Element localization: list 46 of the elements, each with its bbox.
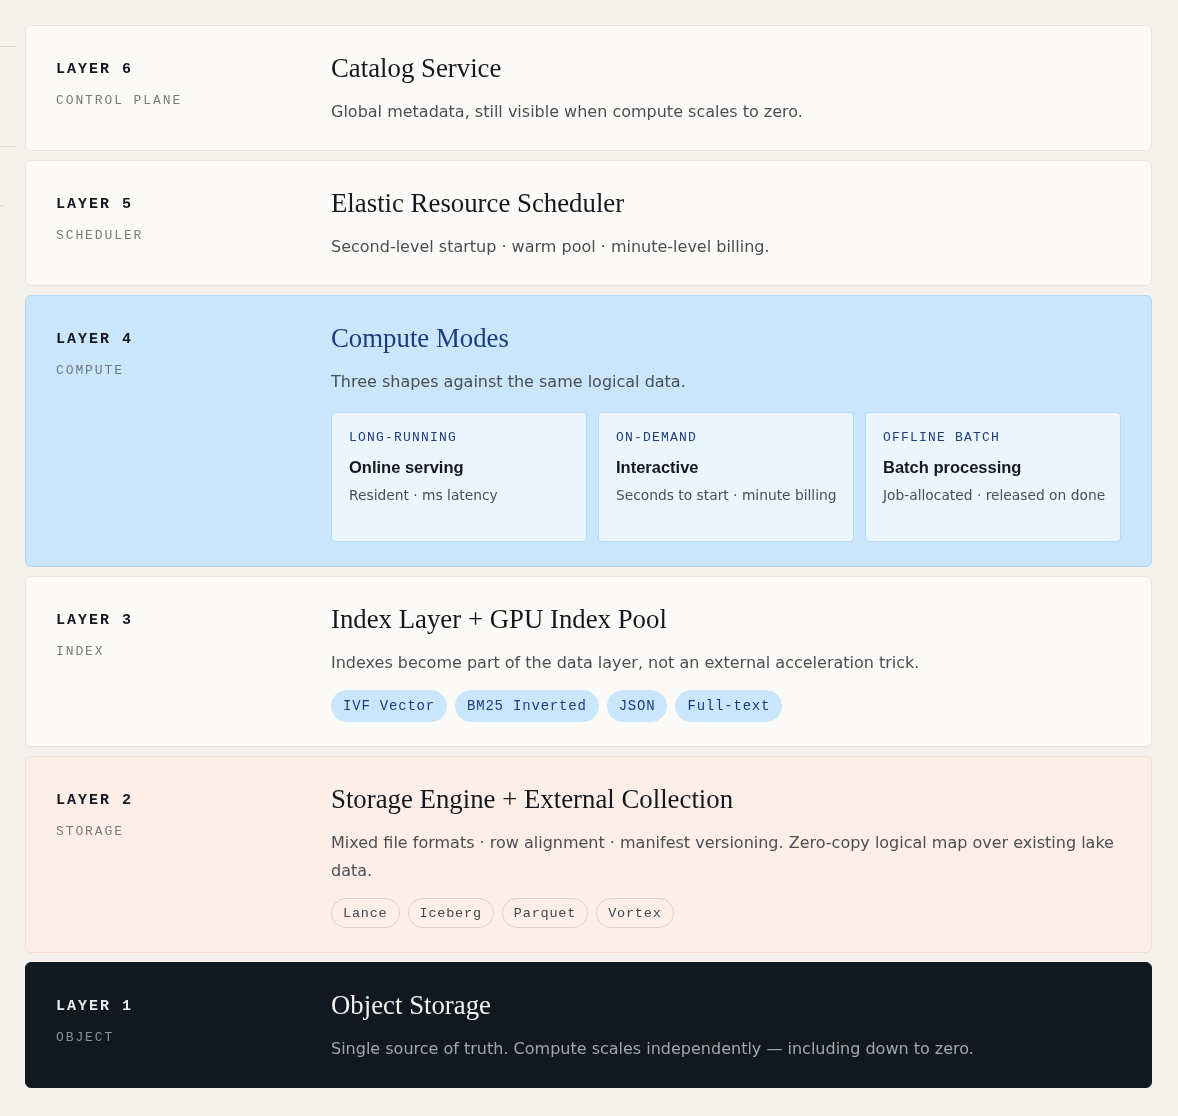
layer-number: LAYER 3 xyxy=(56,611,133,631)
mode-tag: OFFLINE BATCH xyxy=(883,429,1001,447)
mode-tag: ON-DEMAND xyxy=(616,429,697,447)
layer-card xyxy=(25,25,1152,151)
mode-title: Batch processing xyxy=(883,457,1022,478)
layer-number: LAYER 1 xyxy=(56,997,133,1017)
layer-description: Single source of truth. Compute scales independently — including down to zero. xyxy=(331,1038,974,1060)
layer-category: CONTROL PLANE xyxy=(56,92,183,110)
layer-description: Global metadata, still visible when compute scales to zero. xyxy=(331,101,803,123)
mode-card xyxy=(331,412,587,542)
layer-category: STORAGE xyxy=(56,823,124,841)
layer-title: Index Layer + GPU Index Pool xyxy=(331,603,667,635)
index-type-chip: IVF Vector xyxy=(331,690,447,722)
mode-tag: LONG-RUNNING xyxy=(349,429,457,447)
mode-card xyxy=(598,412,854,542)
layer-title: Storage Engine + External Collection xyxy=(331,783,734,815)
layer-title: Compute Modes xyxy=(331,322,509,354)
layer-category: SCHEDULER xyxy=(56,227,144,245)
layer-title: Elastic Resource Scheduler xyxy=(331,187,625,219)
layer-description: Second-level startup · warm pool · minute-level billing. xyxy=(331,236,770,258)
layer-card xyxy=(25,576,1152,747)
layer-description: Mixed file formats · row alignment · manifest versioning. Zero-copy logical map over existing lake data. xyxy=(331,832,1115,882)
index-type-chip: BM25 Inverted xyxy=(455,690,599,722)
layer-category: INDEX xyxy=(56,643,105,661)
mode-description: Resident · ms latency xyxy=(349,486,498,505)
layer-title: Object Storage xyxy=(331,989,491,1021)
index-type-chip: JSON xyxy=(606,690,668,722)
mode-title: Online serving xyxy=(349,457,464,478)
layer-number: LAYER 5 xyxy=(56,195,133,215)
mode-description: Seconds to start · minute billing xyxy=(616,486,837,505)
layer-card xyxy=(25,160,1152,286)
layer-category: COMPUTE xyxy=(56,362,124,380)
layer-title: Catalog Service xyxy=(331,52,502,84)
layer-description: Three shapes against the same logical data. xyxy=(331,371,686,393)
layer-number: LAYER 4 xyxy=(56,330,133,350)
layer-category: OBJECT xyxy=(56,1029,115,1047)
layer-card xyxy=(25,295,1152,567)
layer-description: Indexes become part of the data layer, not an external acceleration trick. xyxy=(331,652,920,674)
layer-card xyxy=(25,962,1152,1088)
layer-number: LAYER 6 xyxy=(56,60,133,80)
layer-number: LAYER 2 xyxy=(56,791,133,811)
layer-card xyxy=(25,756,1152,953)
index-type-chip: Full-text xyxy=(675,690,783,722)
mode-title: Interactive xyxy=(616,457,699,478)
mode-card xyxy=(865,412,1121,542)
mode-description: Job-allocated · released on done xyxy=(883,486,1106,505)
